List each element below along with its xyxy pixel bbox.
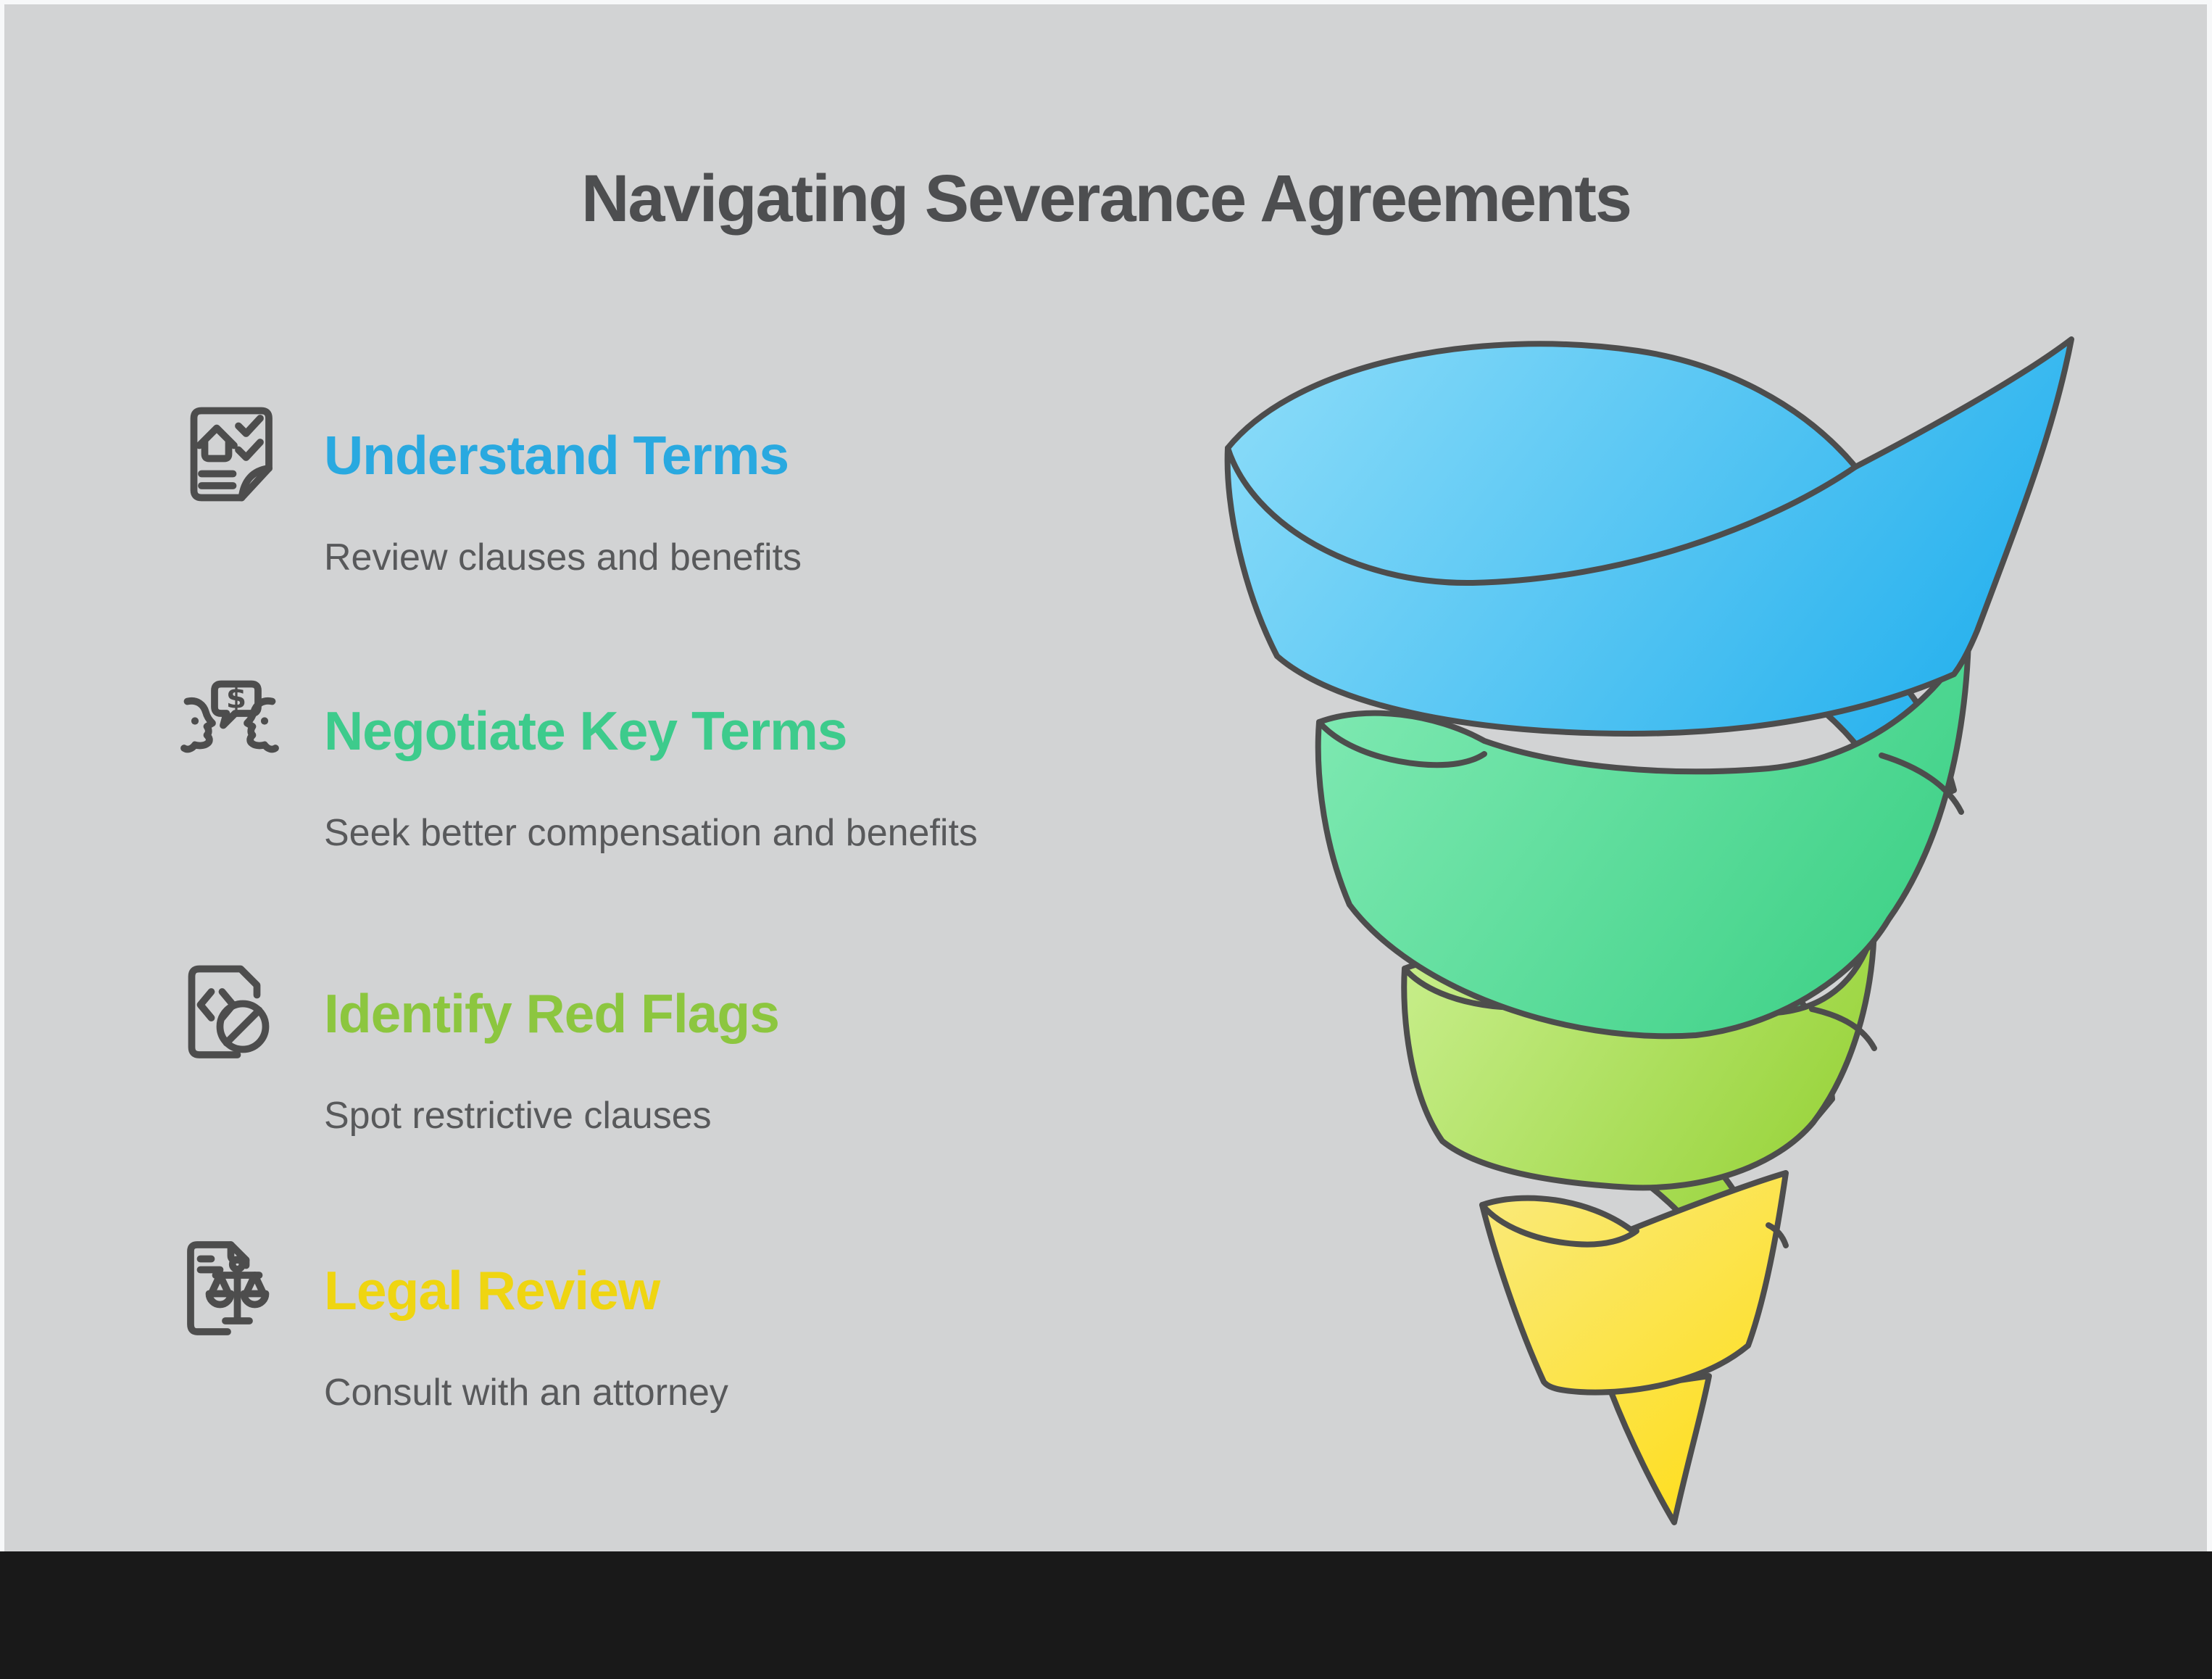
step-description: Seek better compensation and benefits (324, 812, 978, 854)
funnel-level-1-rim-line (1225, 445, 1858, 586)
funnel-level-4-band (1479, 1170, 1789, 1396)
step-item-identify-red-flags: Identify Red Flags Spot restrictive clau… (175, 959, 1263, 1137)
negotiation-chat-icon: $ (175, 676, 284, 785)
step-description: Review clauses and benefits (324, 536, 802, 579)
step-description: Consult with an attorney (324, 1372, 728, 1414)
step-item-negotiate-key-terms: $ Negotiate Key Terms Seek better compen… (175, 676, 1263, 854)
svg-text:$: $ (226, 681, 246, 716)
funnel-level-4-tail (1608, 1373, 1712, 1525)
footer-bar (0, 1551, 2212, 1679)
step-item-understand-terms: Understand Terms Review clauses and bene… (175, 401, 1263, 579)
funnel-level-2-band (1315, 638, 1971, 1040)
legal-scales-icon (175, 1236, 284, 1345)
step-title: Identify Red Flags (324, 983, 780, 1044)
funnel-level-1-band (1224, 336, 2074, 737)
step-description: Spot restrictive clauses (324, 1095, 712, 1137)
funnel-level-3-fold-line (1809, 1006, 1877, 1051)
funnel-level-4-curl-line (1479, 1202, 1639, 1248)
restricted-document-icon (175, 959, 284, 1068)
document-checklist-icon (175, 401, 284, 510)
step-title: Negotiate Key Terms (324, 700, 848, 761)
page-title: Navigating Severance Agreements (581, 162, 1632, 236)
step-item-legal-review: Legal Review Consult with an attorney (175, 1236, 1263, 1414)
step-title: Understand Terms (324, 425, 789, 486)
funnel-level-4-fold-line (1766, 1222, 1789, 1248)
step-title: Legal Review (324, 1260, 660, 1321)
funnel-level-2-fold-line (1879, 753, 1964, 815)
funnel-level-2-curl-line (1316, 719, 1487, 768)
